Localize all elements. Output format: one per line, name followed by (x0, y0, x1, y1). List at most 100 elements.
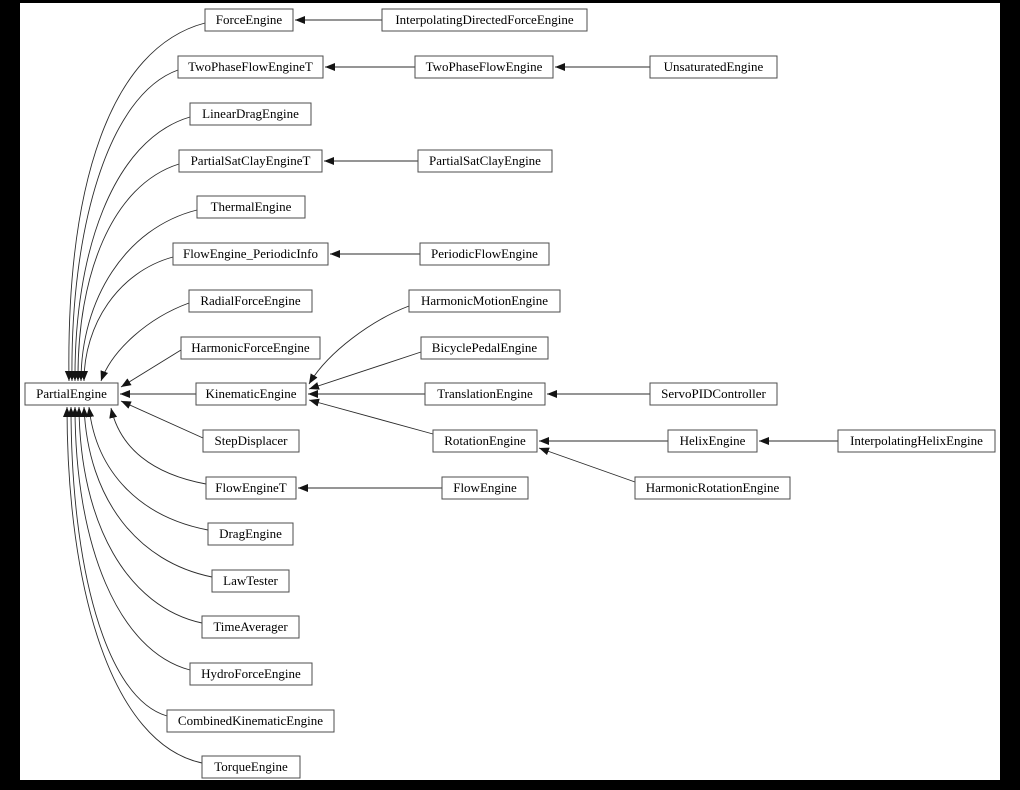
edge-flow-engine-t-to-partial-engine (109, 407, 207, 485)
node-label: HarmonicForceEngine (191, 340, 310, 355)
node-drag-engine[interactable]: DragEngine (207, 522, 294, 546)
node-label: ThermalEngine (211, 199, 292, 214)
edge-flow-engine-periodic-info-to-partial-engine (80, 256, 174, 382)
node-box (177, 55, 324, 79)
edge-bicycle-pedal-engine-to-kinematic-engine (308, 351, 422, 390)
edge-two-phase-flow-engine-t-to-partial-engine (67, 69, 179, 382)
node-box (189, 102, 312, 126)
edge-combined-kinematic-engine-to-partial-engine (67, 406, 168, 717)
node-box (420, 336, 549, 360)
node-law-tester[interactable]: LawTester (211, 569, 290, 593)
node-box (417, 149, 553, 173)
node-flow-engine-periodic-info[interactable]: FlowEngine_PeriodicInfo (172, 242, 329, 266)
node-interpolating-directed-force-engine[interactable]: InterpolatingDirectedForceEngine (381, 8, 588, 32)
node-label: StepDisplacer (215, 433, 289, 448)
node-box (419, 242, 550, 266)
node-box (667, 429, 758, 453)
node-thermal-engine[interactable]: ThermalEngine (196, 195, 306, 219)
edge-time-averager-to-partial-engine (75, 406, 203, 624)
node-kinematic-engine[interactable]: KinematicEngine (195, 382, 307, 406)
node-box (178, 149, 323, 173)
edge-step-displacer-to-partial-engine (120, 400, 204, 439)
node-label: TimeAverager (213, 619, 288, 634)
node-rotation-engine[interactable]: RotationEngine (432, 429, 538, 453)
node-box (381, 8, 588, 32)
node-box (649, 382, 778, 406)
node-box (211, 569, 290, 593)
node-label: HarmonicRotationEngine (646, 480, 780, 495)
edge-partial-sat-clay-engine-t-to-partial-engine (73, 163, 180, 382)
node-linear-drag-engine[interactable]: LinearDragEngine (189, 102, 312, 126)
node-interpolating-helix-engine[interactable]: InterpolatingHelixEngine (837, 429, 996, 453)
node-step-displacer[interactable]: StepDisplacer (202, 429, 300, 453)
node-box (408, 289, 561, 313)
node-box (649, 55, 778, 79)
node-two-phase-flow-engine-t[interactable]: TwoPhaseFlowEngineT (177, 55, 324, 79)
node-box (180, 336, 321, 360)
node-label: DragEngine (219, 526, 282, 541)
edge-harmonic-force-engine-to-partial-engine (120, 349, 182, 388)
edge-harmonic-rotation-engine-to-rotation-engine (538, 447, 636, 483)
node-unsaturated-engine[interactable]: UnsaturatedEngine (649, 55, 778, 79)
node-harmonic-rotation-engine[interactable]: HarmonicRotationEngine (634, 476, 791, 500)
node-hydro-force-engine[interactable]: HydroForceEngine (189, 662, 313, 686)
node-label: BicyclePedalEngine (432, 340, 538, 355)
node-harmonic-motion-engine[interactable]: HarmonicMotionEngine (408, 289, 561, 313)
node-label: PartialSatClayEngine (429, 153, 541, 168)
node-two-phase-flow-engine[interactable]: TwoPhaseFlowEngine (414, 55, 554, 79)
node-label: RotationEngine (444, 433, 526, 448)
node-layer: ForceEngine InterpolatingDirectedForceEn… (24, 8, 996, 779)
node-time-averager[interactable]: TimeAverager (201, 615, 300, 639)
node-label: PartialEngine (36, 386, 107, 401)
node-box (207, 522, 294, 546)
node-box (414, 55, 554, 79)
node-box (837, 429, 996, 453)
node-box (204, 8, 294, 32)
edge-law-tester-to-partial-engine (80, 406, 213, 578)
node-combined-kinematic-engine[interactable]: CombinedKinematicEngine (166, 709, 335, 733)
node-helix-engine[interactable]: HelixEngine (667, 429, 758, 453)
node-label: PeriodicFlowEngine (431, 246, 538, 261)
node-box (166, 709, 335, 733)
node-flow-engine[interactable]: FlowEngine (441, 476, 529, 500)
node-box (195, 382, 307, 406)
node-label: TorqueEngine (214, 759, 288, 774)
edge-harmonic-motion-engine-to-kinematic-engine (308, 305, 410, 385)
node-label: FlowEngineT (215, 480, 287, 495)
node-label: TwoPhaseFlowEngineT (188, 59, 313, 74)
node-label: FlowEngine (453, 480, 517, 495)
node-periodic-flow-engine[interactable]: PeriodicFlowEngine (419, 242, 550, 266)
node-harmonic-force-engine[interactable]: HarmonicForceEngine (180, 336, 321, 360)
node-box (201, 615, 300, 639)
node-label: KinematicEngine (206, 386, 297, 401)
node-servo-pid-controller[interactable]: ServoPIDController (649, 382, 778, 406)
node-box (202, 429, 300, 453)
node-label: TranslationEngine (437, 386, 533, 401)
node-box (189, 662, 313, 686)
node-flow-engine-t[interactable]: FlowEngineT (205, 476, 297, 500)
node-box (441, 476, 529, 500)
node-bicycle-pedal-engine[interactable]: BicyclePedalEngine (420, 336, 549, 360)
node-box (172, 242, 329, 266)
node-box (188, 289, 313, 313)
node-label: ServoPIDController (661, 386, 766, 401)
edge-drag-engine-to-partial-engine (86, 406, 209, 531)
node-label: UnsaturatedEngine (664, 59, 764, 74)
node-partial-sat-clay-engine-t[interactable]: PartialSatClayEngineT (178, 149, 323, 173)
node-partial-sat-clay-engine[interactable]: PartialSatClayEngine (417, 149, 553, 173)
node-radial-force-engine[interactable]: RadialForceEngine (188, 289, 313, 313)
node-torque-engine[interactable]: TorqueEngine (201, 755, 301, 779)
node-translation-engine[interactable]: TranslationEngine (424, 382, 546, 406)
node-label: LawTester (223, 573, 278, 588)
edge-hydro-force-engine-to-partial-engine (71, 406, 191, 671)
edge-force-engine-to-partial-engine (64, 22, 206, 382)
node-box (634, 476, 791, 500)
node-label: RadialForceEngine (200, 293, 301, 308)
node-force-engine[interactable]: ForceEngine (204, 8, 294, 32)
node-box (424, 382, 546, 406)
node-label: LinearDragEngine (202, 106, 299, 121)
node-box (196, 195, 306, 219)
node-partial-engine[interactable]: PartialEngine (24, 382, 119, 406)
